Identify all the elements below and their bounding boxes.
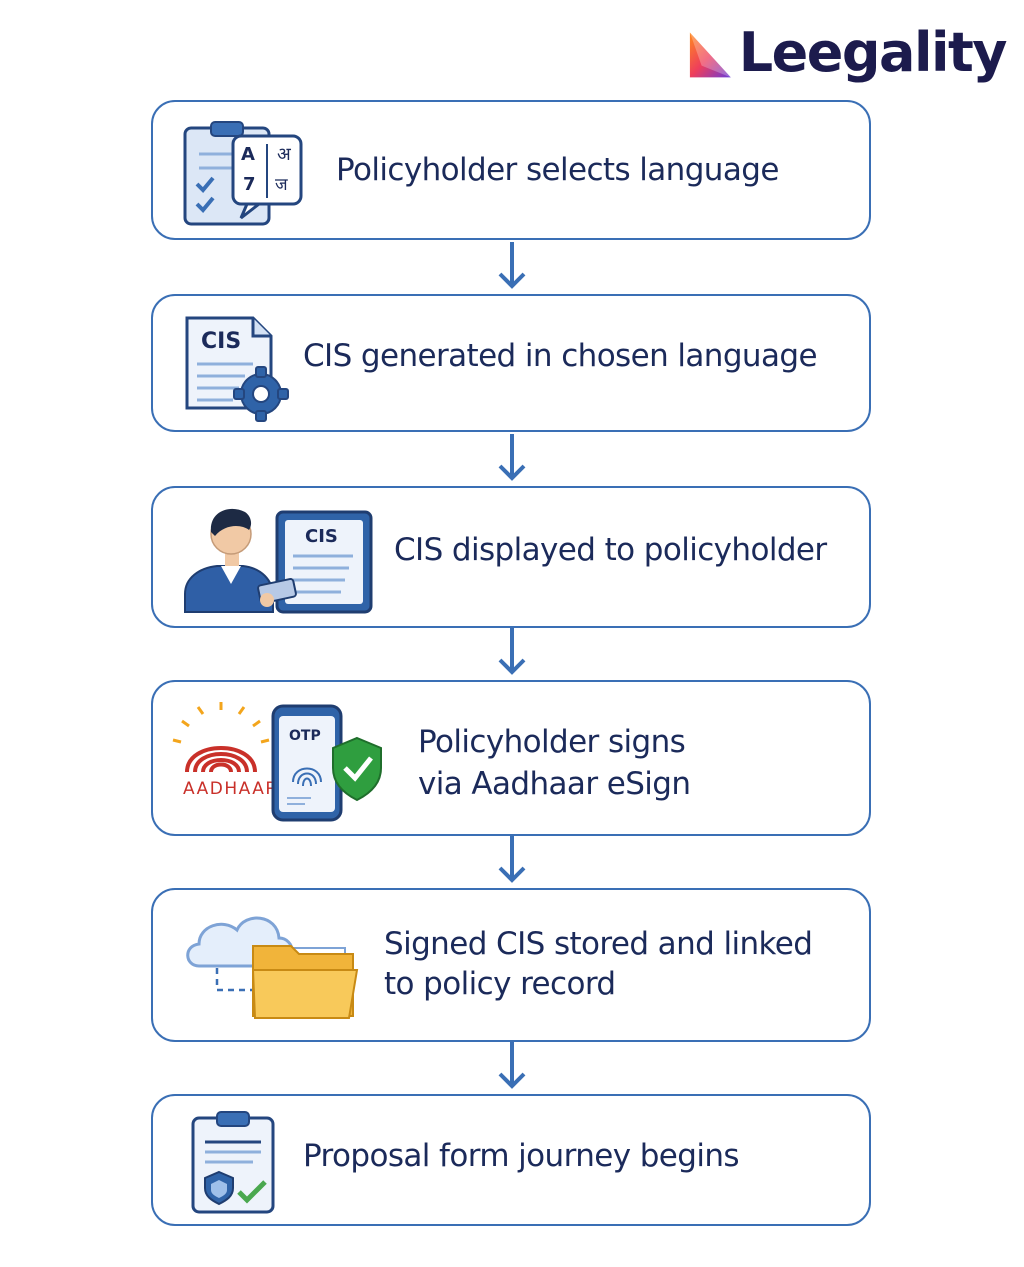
language-selection-icon: A अ 7 ज xyxy=(183,121,303,226)
otp-tag-text: OTP xyxy=(289,728,321,744)
arrow-down-icon xyxy=(498,242,526,289)
person-viewing-cis-icon: CIS xyxy=(184,508,373,614)
step-aadhaar-esign: AADHAAR OTP Policyholder signs via Aadha… xyxy=(151,680,871,836)
arrow-down-icon xyxy=(498,1042,526,1089)
cis-document-gear-icon: CIS xyxy=(185,316,289,422)
doc-tag-text: CIS xyxy=(305,526,338,547)
arrow-down-icon xyxy=(498,434,526,481)
svg-text:ज: ज xyxy=(275,175,288,195)
step-proposal-begins: Proposal form journey begins xyxy=(151,1094,871,1226)
step-cis-generated: CIS CIS generated in chosen language xyxy=(151,294,871,432)
step-label: CIS generated in chosen language xyxy=(303,338,818,374)
doc-tag-text: CIS xyxy=(201,329,241,354)
svg-text:7: 7 xyxy=(243,174,256,195)
aadhaar-otp-esign-icon: AADHAAR OTP xyxy=(172,702,382,822)
step-label: CIS displayed to policyholder xyxy=(394,532,827,568)
step-stored-linked: Signed CIS stored and linked to policy r… xyxy=(151,888,871,1042)
leegality-logo-icon xyxy=(689,32,731,78)
step-label-line-1: Policyholder signs xyxy=(418,724,686,760)
step-label-line-2: to policy record xyxy=(384,966,616,1002)
cloud-folder-storage-icon xyxy=(186,916,359,1019)
brand-logo: Leegality xyxy=(686,18,1008,88)
step-select-language: A अ 7 ज Policyholder selects language xyxy=(151,100,871,240)
step-label-line-2: via Aadhaar eSign xyxy=(418,766,691,802)
brand-name: Leegality xyxy=(738,21,1008,84)
svg-text:A: A xyxy=(241,144,255,165)
step-label: Policyholder selects language xyxy=(336,152,779,188)
aadhaar-wordmark: AADHAAR xyxy=(183,779,279,799)
aadhaar-logo-icon: AADHAAR xyxy=(172,702,279,799)
proposal-clipboard-icon xyxy=(191,1111,275,1214)
arrow-down-icon xyxy=(498,836,526,883)
step-label: Proposal form journey begins xyxy=(303,1138,740,1174)
step-label-line-1: Signed CIS stored and linked xyxy=(384,926,813,962)
svg-text:अ: अ xyxy=(277,144,292,165)
arrow-down-icon xyxy=(498,628,526,675)
step-cis-displayed: CIS CIS displayed to policyholder xyxy=(151,486,871,628)
